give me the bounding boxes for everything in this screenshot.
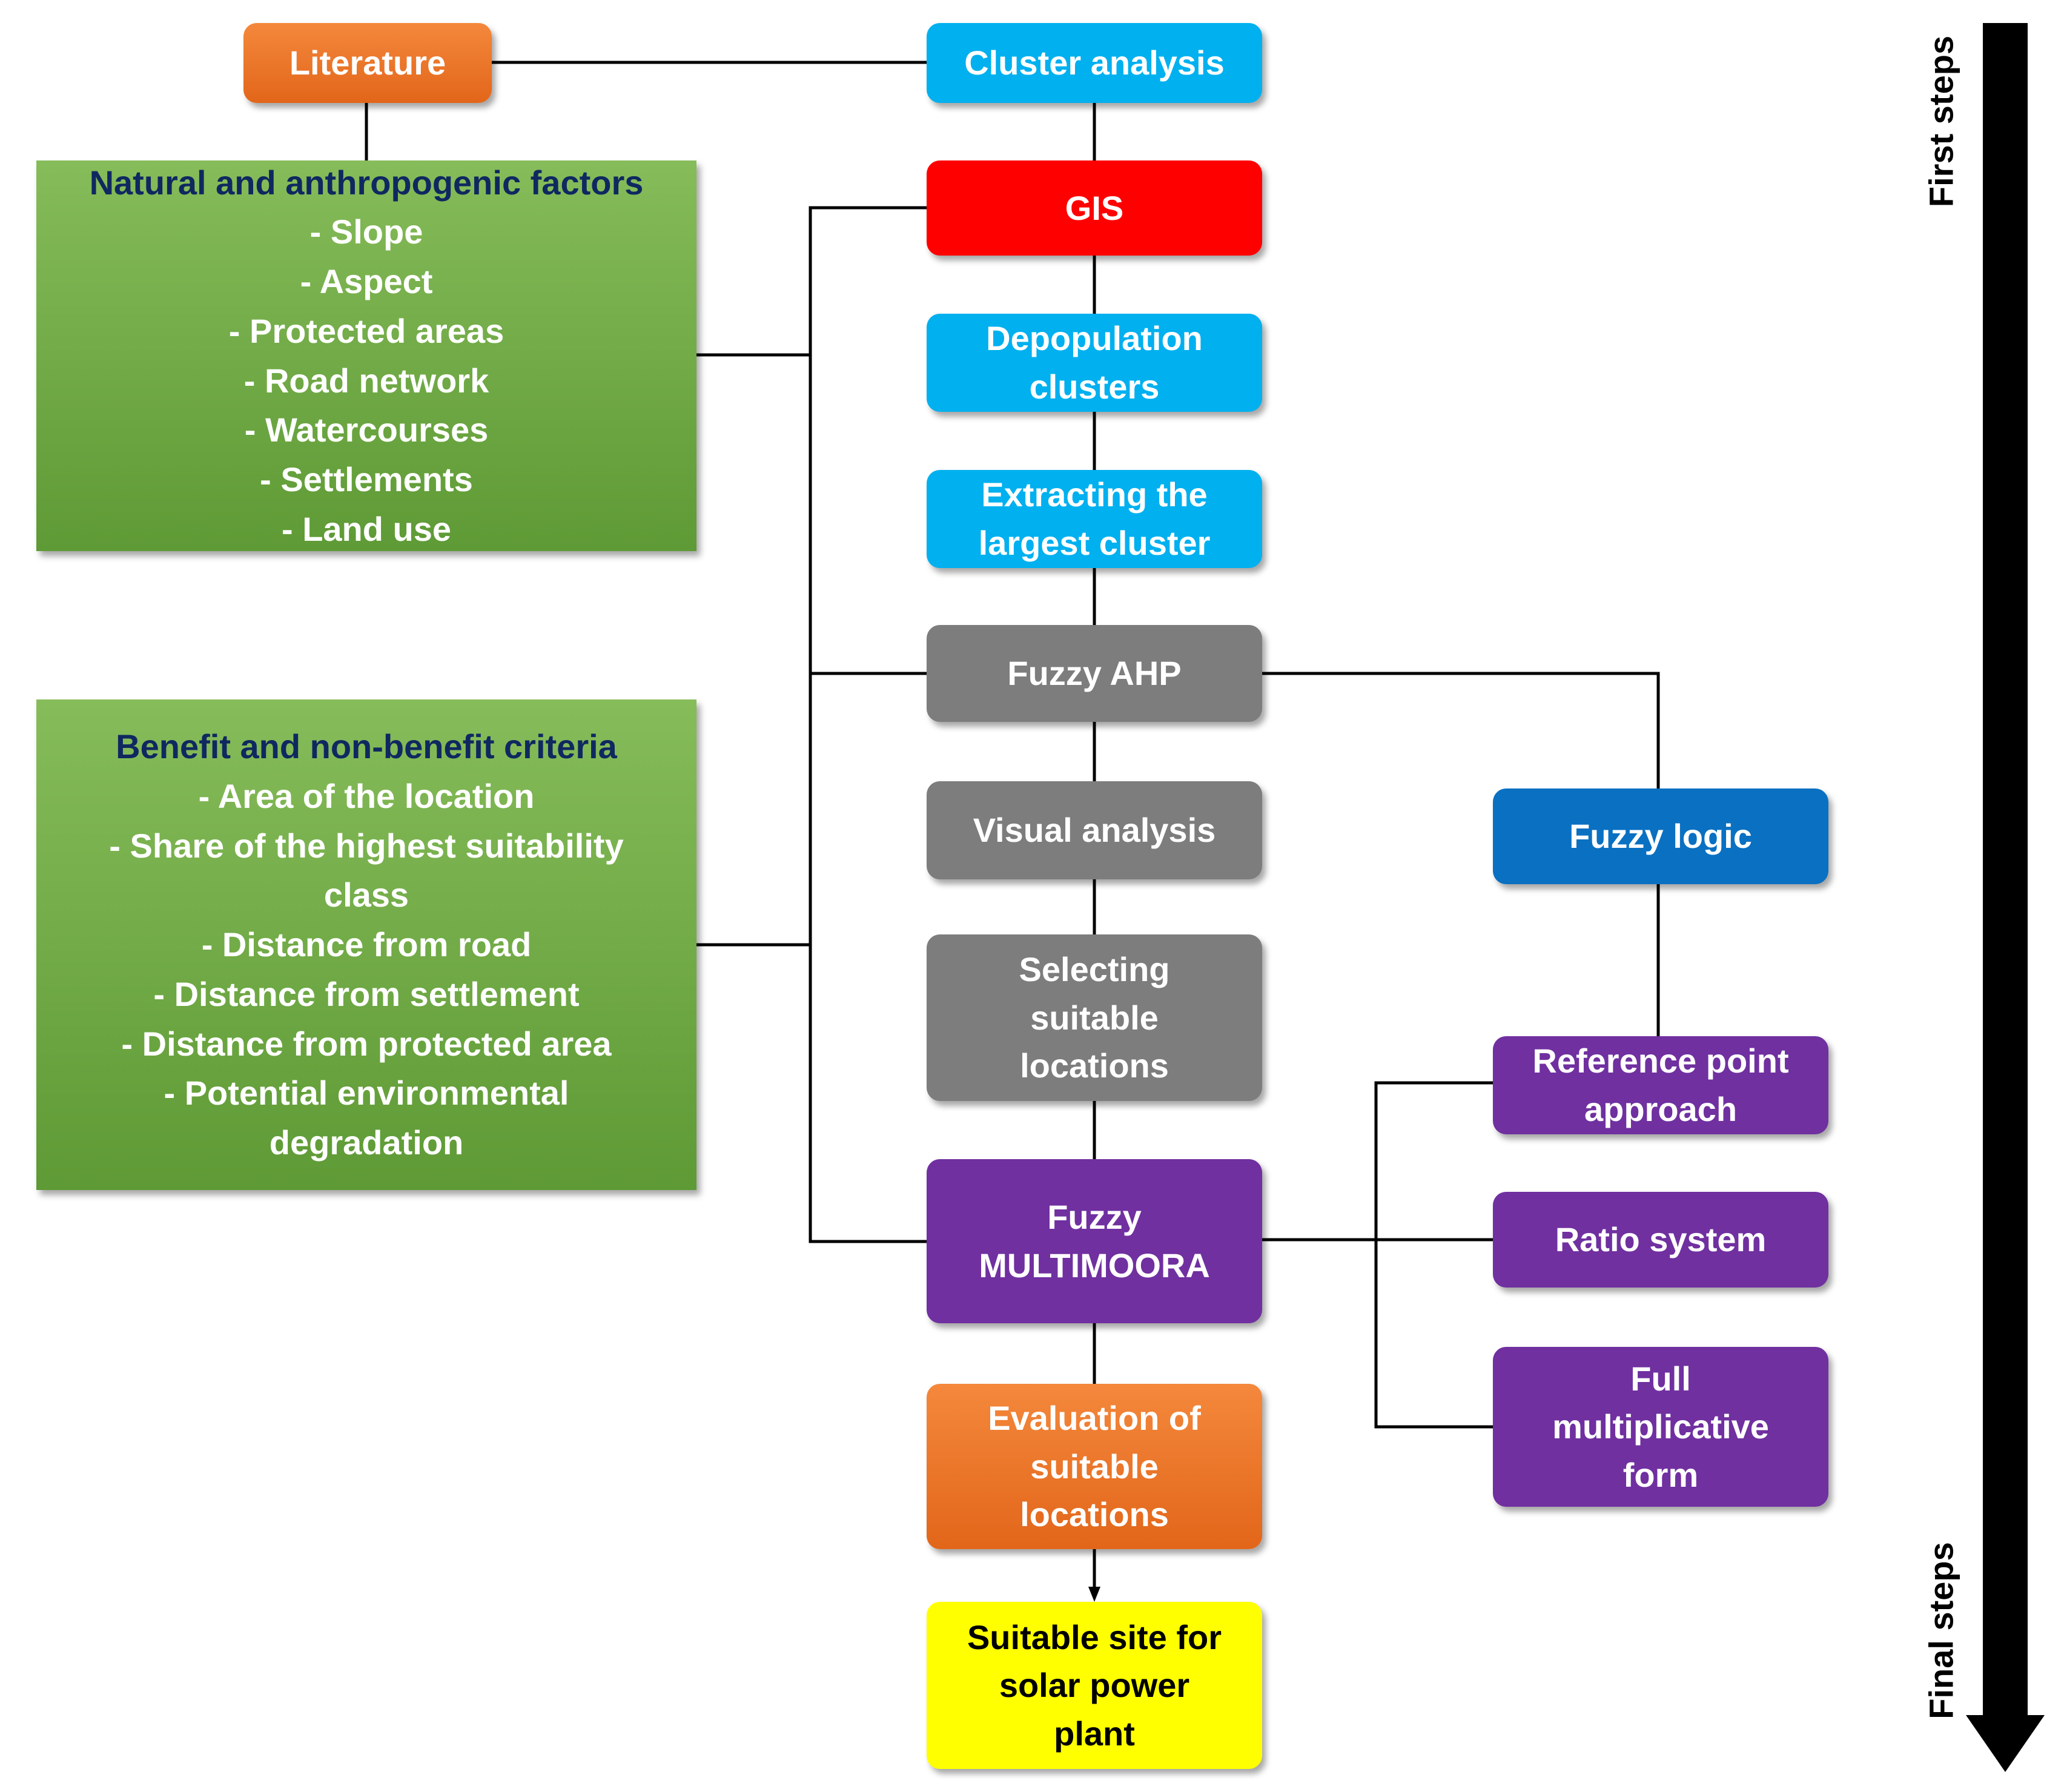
node-label: plant xyxy=(1054,1714,1135,1753)
factor-item: - Watercourses xyxy=(244,411,489,449)
node-label: suitable xyxy=(1030,1447,1159,1486)
node-label: Fuzzy xyxy=(1047,1197,1142,1236)
criteria-title: Benefit and non-benefit criteria xyxy=(116,727,617,766)
visual-analysis-box: Visual analysis xyxy=(927,781,1262,879)
node-label: multiplicative xyxy=(1552,1407,1769,1446)
node-label: largest cluster xyxy=(978,524,1211,562)
literature-box: Literature xyxy=(243,23,492,103)
fuzzy-ahp-box: Fuzzy AHP xyxy=(927,625,1262,722)
final-steps-label: Final steps xyxy=(1922,1542,1960,1719)
node-label: Suitable site for xyxy=(967,1618,1222,1656)
node-label: form xyxy=(1622,1455,1699,1494)
factor-item: - Slope xyxy=(309,213,423,251)
cluster-analysis-box: Cluster analysis xyxy=(927,23,1262,103)
line-multimoora-branch xyxy=(1374,1081,1493,1429)
factors-title: Natural and anthropogenic factors xyxy=(89,163,644,202)
node-label: Ratio system xyxy=(1555,1220,1767,1259)
criteria-item: - Distance from road xyxy=(201,925,532,964)
line-fuzzyahp-fuzzylogic xyxy=(1262,672,1660,789)
node-label: Reference point xyxy=(1532,1042,1789,1080)
node-label: Evaluation of xyxy=(988,1399,1201,1438)
node-label: Literature xyxy=(289,44,446,82)
node-label: Cluster analysis xyxy=(964,44,1225,82)
node-label: solar power xyxy=(999,1666,1190,1705)
criteria-item: - Share of the highest suitability xyxy=(109,826,624,865)
node-label: Visual analysis xyxy=(973,811,1216,850)
factor-item: - Land use xyxy=(281,509,452,548)
fuzzy-multimoora-box: Fuzzy MULTIMOORA xyxy=(927,1159,1262,1323)
node-label: MULTIMOORA xyxy=(979,1246,1210,1284)
node-label: clusters xyxy=(1029,368,1160,406)
factors-box: Natural and anthropogenic factors - Slop… xyxy=(36,160,696,551)
node-label: Fuzzy logic xyxy=(1569,817,1752,856)
node-label: suitable xyxy=(1030,998,1159,1037)
progress-arrow-head xyxy=(1966,1715,2045,1772)
node-label: Selecting xyxy=(1019,950,1170,989)
factor-item: - Road network xyxy=(243,361,489,400)
depopulation-clusters-box: Depopulation clusters xyxy=(927,314,1262,412)
criteria-item: class xyxy=(323,876,409,914)
criteria-item: - Distance from protected area xyxy=(121,1024,612,1063)
node-label: Full xyxy=(1630,1359,1691,1398)
extracting-cluster-box: Extracting the largest cluster xyxy=(927,470,1262,568)
node-label: approach xyxy=(1584,1090,1738,1128)
node-label: Depopulation xyxy=(986,319,1203,358)
ratio-system-box: Ratio system xyxy=(1493,1192,1828,1288)
full-multiplicative-box: Full multiplicative form xyxy=(1493,1347,1828,1507)
factor-item: - Aspect xyxy=(300,262,433,300)
evaluation-locations-box: Evaluation of suitable locations xyxy=(927,1384,1262,1549)
progress-arrow-shaft xyxy=(1983,23,2028,1719)
criteria-item: - Distance from settlement xyxy=(153,974,580,1013)
node-label: GIS xyxy=(1065,188,1124,227)
factor-item: - Settlements xyxy=(260,460,473,498)
criteria-item: - Area of the location xyxy=(198,776,535,815)
selecting-locations-box: Selecting suitable locations xyxy=(927,934,1262,1101)
node-label: locations xyxy=(1020,1495,1169,1534)
criteria-item: - Potential environmental xyxy=(164,1074,569,1113)
line-bus-left xyxy=(809,206,927,1243)
factor-item: - Protected areas xyxy=(228,311,504,350)
node-label: locations xyxy=(1020,1046,1169,1085)
node-label: Fuzzy AHP xyxy=(1007,654,1182,693)
first-steps-label: First steps xyxy=(1922,35,1960,208)
arrowhead-to-site xyxy=(1088,1587,1100,1602)
fuzzy-logic-box: Fuzzy logic xyxy=(1493,789,1828,884)
gis-box: GIS xyxy=(927,160,1262,256)
reference-point-box: Reference point approach xyxy=(1493,1036,1828,1134)
criteria-item: degradation xyxy=(269,1123,464,1162)
suitable-site-box: Suitable site for solar power plant xyxy=(927,1602,1262,1769)
node-label: Extracting the xyxy=(981,475,1208,514)
criteria-box: Benefit and non-benefit criteria - Area … xyxy=(36,699,696,1190)
